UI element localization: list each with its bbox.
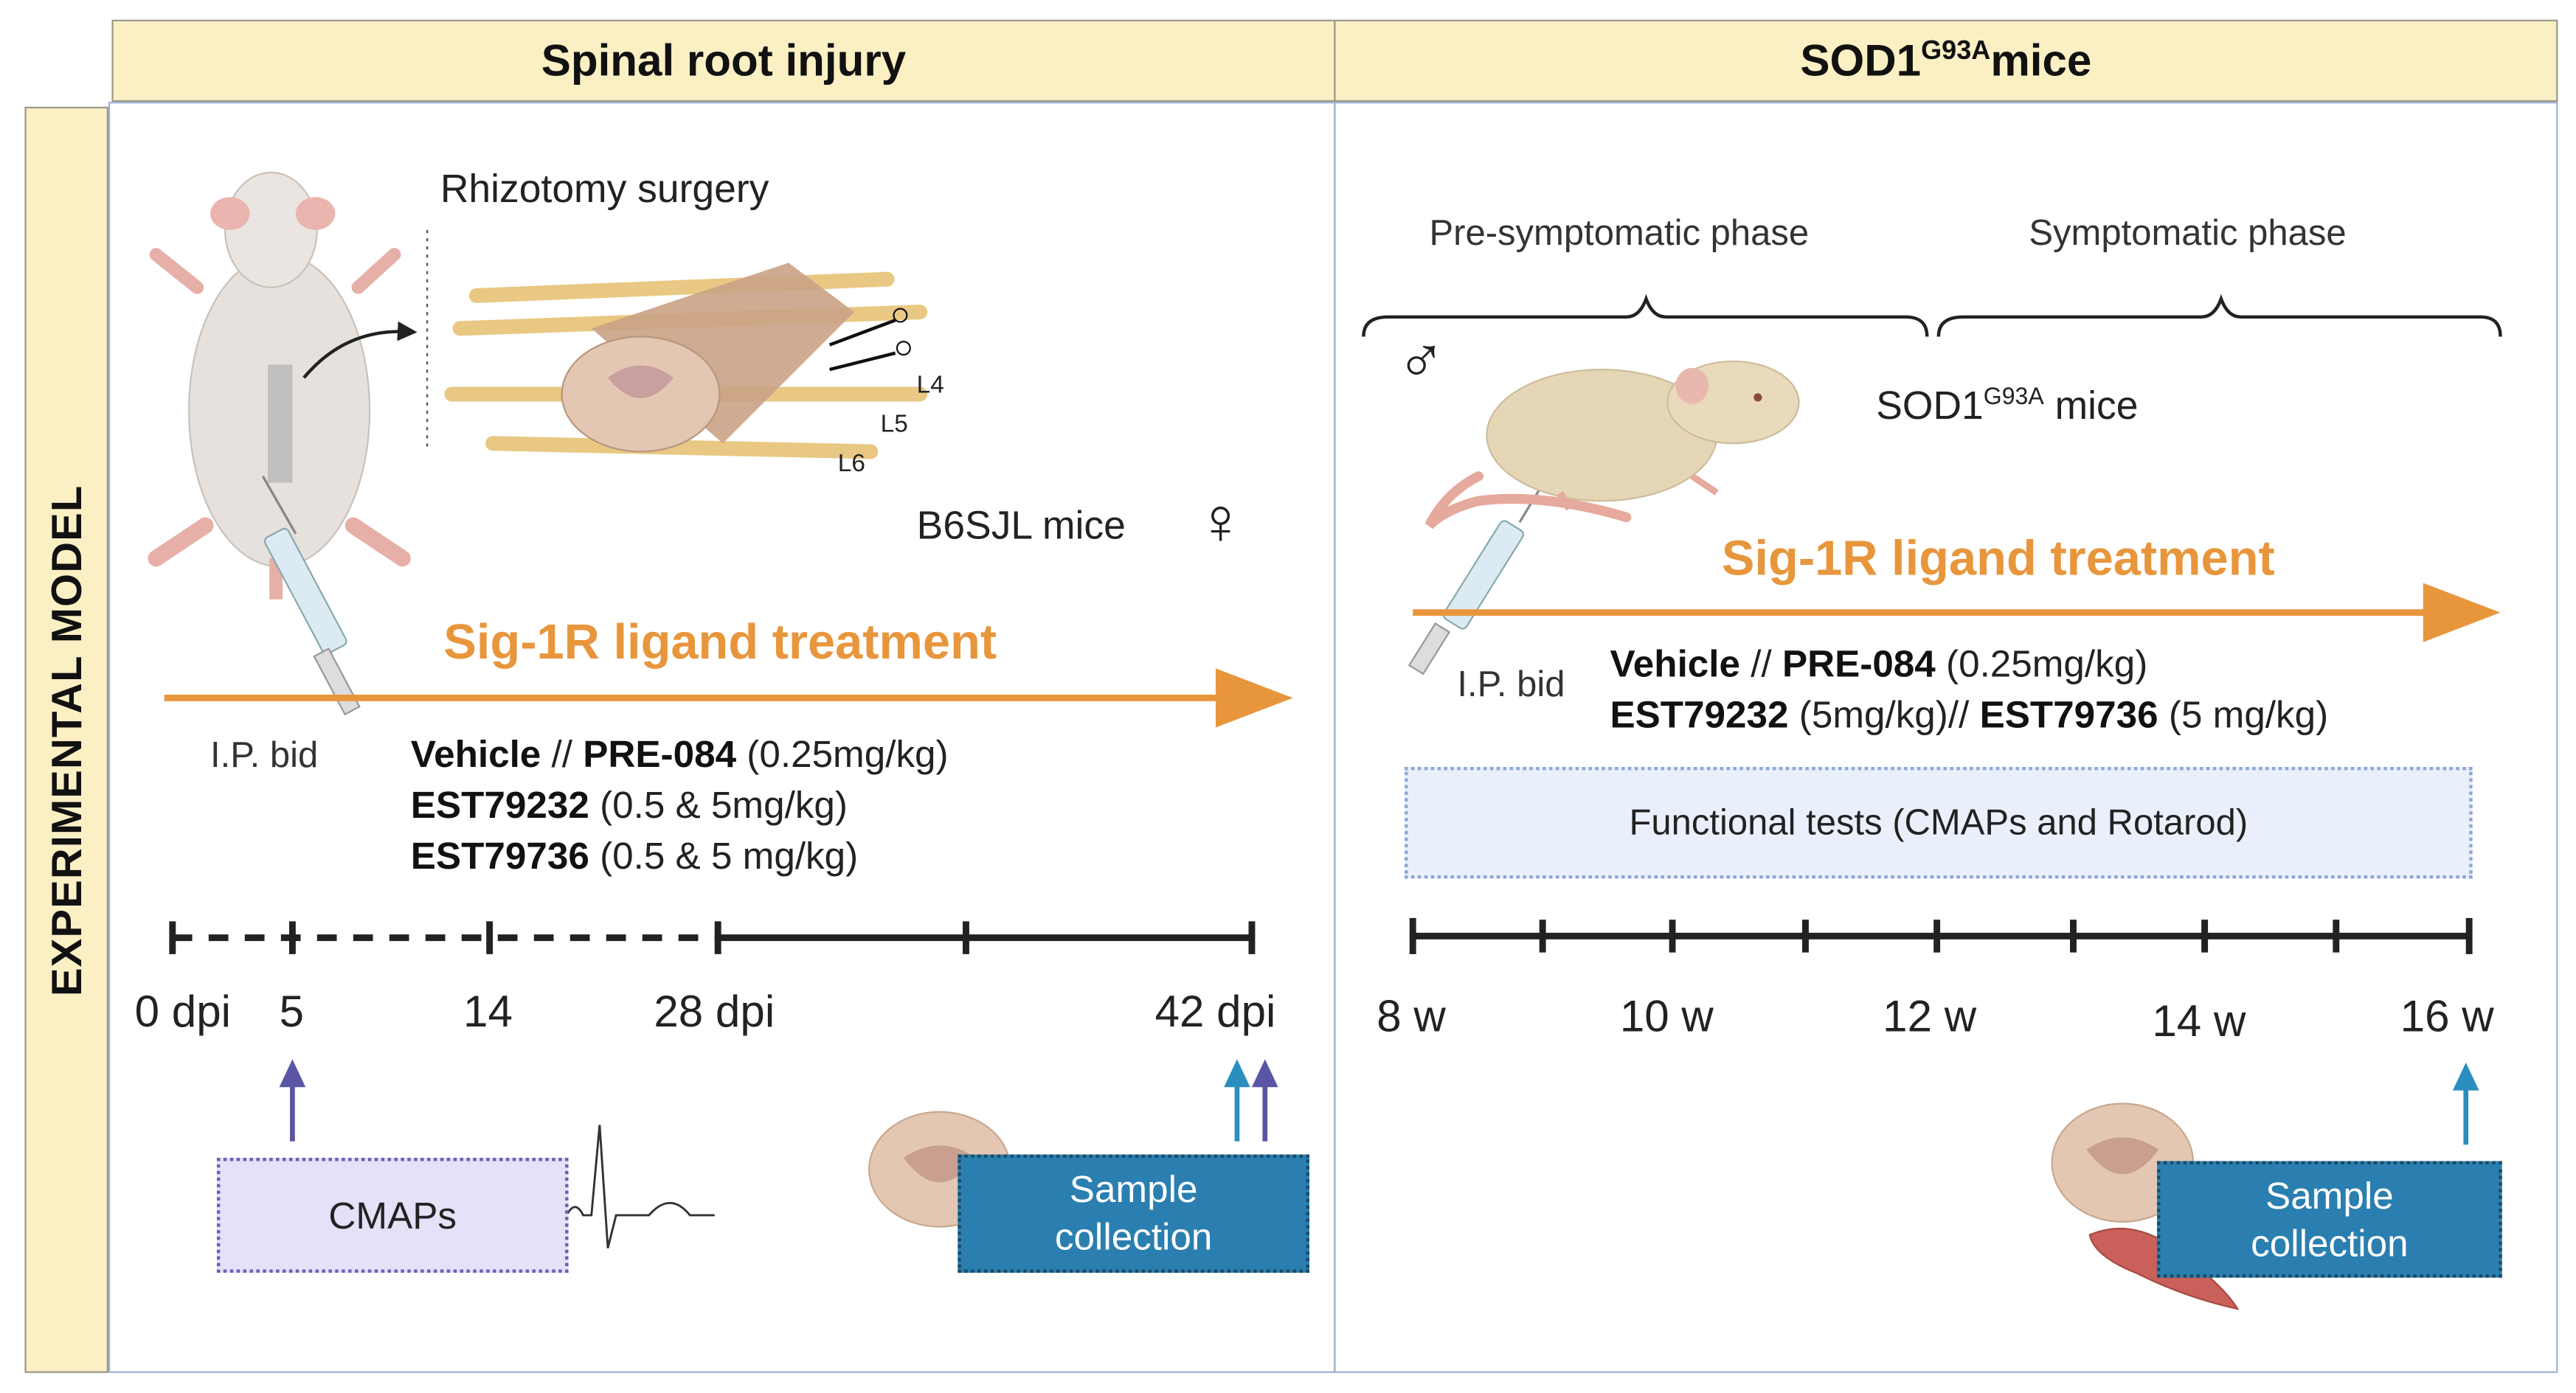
root-label-l4: L4 [916, 371, 944, 400]
rhizotomy-label: Rhizotomy surgery [440, 167, 769, 212]
b6sjl-mice-label: B6SJL mice [916, 504, 1126, 549]
dose-line: Vehicle // PRE-084 (0.25mg/kg) [1610, 642, 2148, 685]
dose-list-left: Vehicle // PRE-084 (0.25mg/kg) EST79232 … [411, 729, 949, 882]
root-label-l5: L5 [880, 410, 908, 439]
tick-label: 16 w [2400, 992, 2494, 1041]
route-label-right: I.P. bid [1457, 663, 1565, 705]
pre-symptomatic-label: Pre-symptomatic phase [1429, 212, 1810, 253]
dose-line: Vehicle // PRE-084 (0.25mg/kg) [410, 732, 949, 776]
tick-label: 42 dpi [1154, 987, 1276, 1037]
dose-line: EST79232 (5mg/kg)// EST79736 (5 mg/kg) [1610, 692, 2329, 736]
arrow-up-16w [2452, 1062, 2479, 1145]
cmaps-box: CMAPs [216, 1158, 569, 1273]
root-label-l6: L6 [837, 450, 865, 479]
arrow-up-cmaps [279, 1059, 306, 1142]
tick-label: 5 [279, 987, 305, 1037]
dose-list-right: Vehicle // PRE-084 (0.25mg/kg) EST79232 … [1610, 639, 2328, 740]
route-label-left: I.P. bid [210, 734, 319, 776]
timeline-left [169, 921, 1256, 954]
mouse-topview-illustration [148, 171, 418, 600]
tick-label: 14 [463, 987, 513, 1037]
spinal-cord-illustration [444, 263, 928, 459]
dose-line: EST79736 (0.5 & 5 mg/kg) [410, 834, 859, 878]
symptomatic-label: Symptomatic phase [2029, 212, 2347, 253]
timeline-right [1409, 917, 2473, 954]
functional-tests-box: Functional tests (CMAPs and Rotarod) [1405, 767, 2473, 879]
mouse-sideview-illustration [1424, 360, 1800, 529]
treatment-arrow-left [164, 668, 1293, 728]
tick-label: 12 w [1883, 992, 1977, 1041]
header-right-text: SOD1G93Amice [1800, 35, 2092, 85]
arrow-up-42-teal [1224, 1059, 1250, 1142]
side-label: EXPERIMENTAL MODEL [24, 106, 108, 1373]
sod1-mice-label: SOD1G93A mice [1876, 384, 2139, 429]
treatment-label-left: Sig-1R ligand treatment [443, 616, 997, 670]
male-symbol-icon: ♂ [1396, 324, 1446, 397]
tick-label: 28 dpi [654, 987, 775, 1037]
tick-label: 14 w [2152, 996, 2246, 1046]
header-left-text: Spinal root injury [541, 35, 907, 85]
arrow-up-42-purple [1251, 1059, 1278, 1142]
treatment-arrow-right [1413, 583, 2501, 642]
treatment-label-right: Sig-1R ligand treatment [1721, 532, 2275, 587]
tick-label: 0 dpi [134, 987, 232, 1037]
tick-label: 8 w [1377, 992, 1446, 1041]
dose-line: EST79232 (0.5 & 5mg/kg) [410, 783, 848, 827]
right-panel [1334, 102, 2558, 1373]
ecg-trace-icon [533, 1125, 715, 1248]
header-sod1-mice: SOD1G93Amice [1334, 19, 2558, 103]
tick-label: 10 w [1619, 992, 1714, 1041]
female-symbol-icon: ♀ [1196, 486, 1246, 559]
header-spinal-root-injury: Spinal root injury [111, 19, 1336, 103]
phase-braces [1362, 293, 2502, 337]
